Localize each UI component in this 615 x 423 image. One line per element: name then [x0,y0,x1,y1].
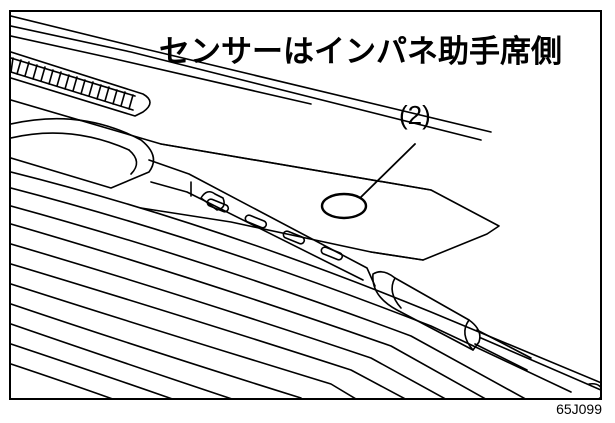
diagram-frame: センサーはインパネ助手席側 (2) [9,10,602,400]
diagram-title: センサーはインパネ助手席側 [159,34,562,70]
dashboard-sweep-lines [11,171,600,398]
slotted-garnish [148,159,376,287]
defroster-vent [11,51,151,117]
windshield-edge-lines [11,15,492,141]
dashboard-top-panel [11,99,500,261]
harness-connector [372,270,600,398]
figure-code: 65J099 [556,401,602,417]
dashboard-illustration [11,15,600,398]
callout-label-2: (2) [399,100,431,130]
sensor-2 [320,192,368,220]
callout-leader-line [359,143,416,199]
instrument-hood-trim [11,117,155,189]
